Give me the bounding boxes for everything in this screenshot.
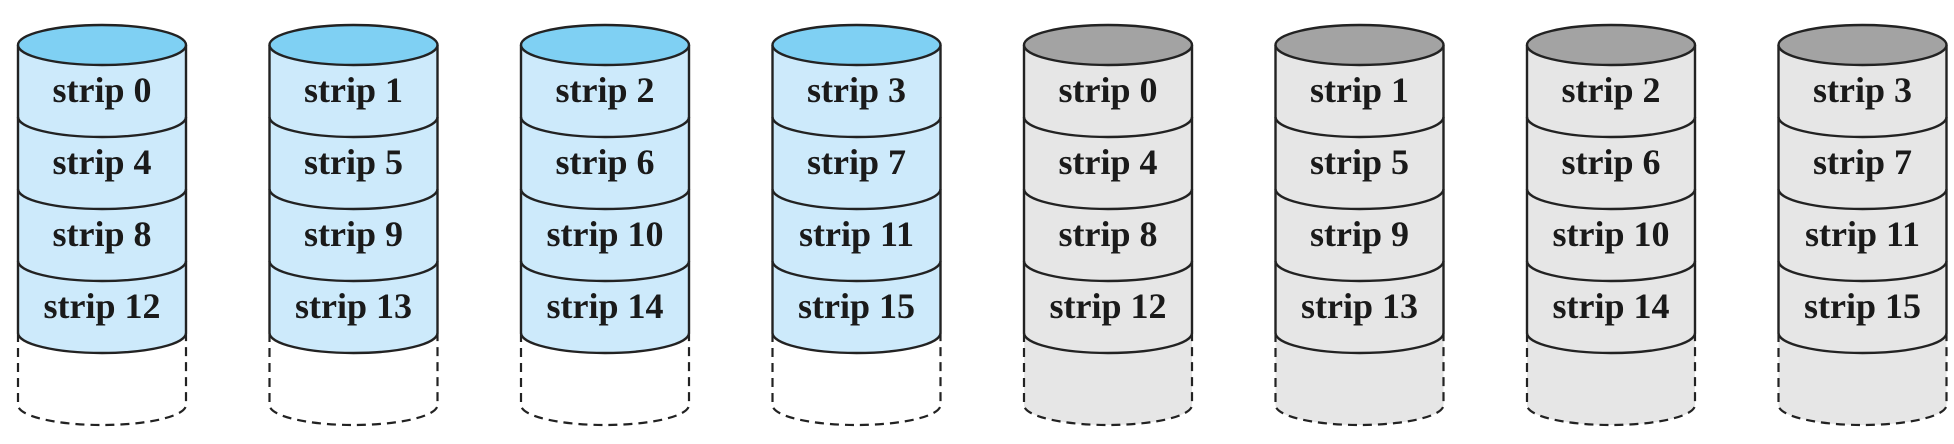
strip-separator xyxy=(1525,116,1697,139)
strip-separator xyxy=(16,332,188,355)
strip-separator xyxy=(771,116,942,139)
strip-separator xyxy=(1525,332,1697,355)
disk-body-fill xyxy=(18,45,186,353)
strip-separator xyxy=(519,188,691,211)
strip-label: strip 3 xyxy=(807,70,906,110)
disk-top-cap xyxy=(1022,23,1194,67)
disk-empty-outline xyxy=(268,333,439,427)
strip-separator xyxy=(1022,188,1194,211)
strip-label: strip 15 xyxy=(798,286,915,326)
disk-body-fill xyxy=(1024,45,1192,353)
strip-separator xyxy=(16,188,188,211)
strip-label: strip 1 xyxy=(304,70,403,110)
strip-label: strip 9 xyxy=(1310,214,1409,254)
strip-separator xyxy=(268,116,439,139)
primary-disk-2: strip 2 strip 6 strip 10 strip 14 xyxy=(519,23,691,427)
strip-label: strip 14 xyxy=(547,286,664,326)
strip-separator xyxy=(1274,188,1445,211)
strip-label: strip 6 xyxy=(1562,142,1661,182)
strip-label: strip 1 xyxy=(1310,70,1409,110)
mirror-disk-3: strip 3 strip 7 strip 11 strip 15 xyxy=(1777,23,1948,427)
disk-empty-outline xyxy=(771,333,942,427)
disk-empty-outline xyxy=(1022,333,1194,427)
disk-body-fill xyxy=(1778,45,1947,353)
primary-disk-1: strip 1 strip 5 strip 9 strip 13 xyxy=(268,23,439,427)
disk-top-cap xyxy=(1777,23,1948,67)
strip-separator xyxy=(1022,332,1194,355)
strip-separator xyxy=(1525,260,1697,283)
disk-top-cap xyxy=(519,23,691,67)
strip-separator xyxy=(519,332,691,355)
disk-empty-outline xyxy=(16,333,188,427)
strip-label: strip 4 xyxy=(53,142,152,182)
strip-label: strip 10 xyxy=(1553,214,1670,254)
strip-label: strip 13 xyxy=(1301,286,1418,326)
disk-body-fill xyxy=(269,45,438,353)
disk-top-cap xyxy=(1525,23,1697,67)
strip-separator xyxy=(771,188,942,211)
strip-label: strip 12 xyxy=(1050,286,1167,326)
strip-label: strip 8 xyxy=(53,214,152,254)
strip-separator xyxy=(519,116,691,139)
disk-top-cap xyxy=(771,23,942,67)
strip-label: strip 7 xyxy=(807,142,906,182)
strip-label: strip 0 xyxy=(1059,70,1158,110)
strip-separator xyxy=(1525,188,1697,211)
strip-label: strip 4 xyxy=(1059,142,1158,182)
strip-label: strip 2 xyxy=(556,70,655,110)
disk-body-fill xyxy=(1275,45,1444,353)
disk-empty-outline xyxy=(1274,333,1445,427)
strip-label: strip 12 xyxy=(44,286,161,326)
strip-separator xyxy=(1274,116,1445,139)
disk-body-fill xyxy=(521,45,689,353)
strip-separator xyxy=(1022,116,1194,139)
disk-empty-outline xyxy=(1777,333,1948,427)
primary-disk-3: strip 3 strip 7 strip 11 strip 15 xyxy=(771,23,942,427)
strip-label: strip 2 xyxy=(1562,70,1661,110)
strip-separator xyxy=(771,332,942,355)
strip-separator xyxy=(1022,260,1194,283)
strip-label: strip 5 xyxy=(304,142,403,182)
strip-label: strip 10 xyxy=(547,214,664,254)
disk-top-cap xyxy=(1274,23,1445,67)
strip-label: strip 14 xyxy=(1553,286,1670,326)
strip-label: strip 7 xyxy=(1813,142,1912,182)
disk-body-fill xyxy=(1527,45,1695,353)
strip-label: strip 11 xyxy=(1805,214,1920,254)
strip-label: strip 11 xyxy=(799,214,914,254)
strip-label: strip 8 xyxy=(1059,214,1158,254)
primary-disk-0: strip 0 strip 4 strip 8 strip 12 xyxy=(16,23,188,427)
strip-separator xyxy=(1274,332,1445,355)
strip-label: strip 3 xyxy=(1813,70,1912,110)
strip-label: strip 0 xyxy=(53,70,152,110)
strip-separator xyxy=(16,116,188,139)
strip-separator xyxy=(519,260,691,283)
strip-label: strip 5 xyxy=(1310,142,1409,182)
mirror-disk-1: strip 1 strip 5 strip 9 strip 13 xyxy=(1274,23,1445,427)
strip-separator xyxy=(1777,260,1948,283)
strip-separator xyxy=(16,260,188,283)
strip-separator xyxy=(771,260,942,283)
strip-label: strip 6 xyxy=(556,142,655,182)
strip-label: strip 15 xyxy=(1804,286,1921,326)
strip-separator xyxy=(268,260,439,283)
strip-label: strip 13 xyxy=(295,286,412,326)
mirror-disk-0: strip 0 strip 4 strip 8 strip 12 xyxy=(1022,23,1194,427)
strip-separator xyxy=(1274,260,1445,283)
disk-empty-outline xyxy=(1525,333,1697,427)
strip-separator xyxy=(268,188,439,211)
strip-label: strip 9 xyxy=(304,214,403,254)
disk-top-cap xyxy=(268,23,439,67)
strip-separator xyxy=(1777,188,1948,211)
disk-empty-outline xyxy=(519,333,691,427)
strip-separator xyxy=(1777,116,1948,139)
disk-body-fill xyxy=(772,45,941,353)
strip-separator xyxy=(1777,332,1948,355)
strip-separator xyxy=(268,332,439,355)
mirror-disk-2: strip 2 strip 6 strip 10 strip 14 xyxy=(1525,23,1697,427)
disk-top-cap xyxy=(16,23,188,67)
